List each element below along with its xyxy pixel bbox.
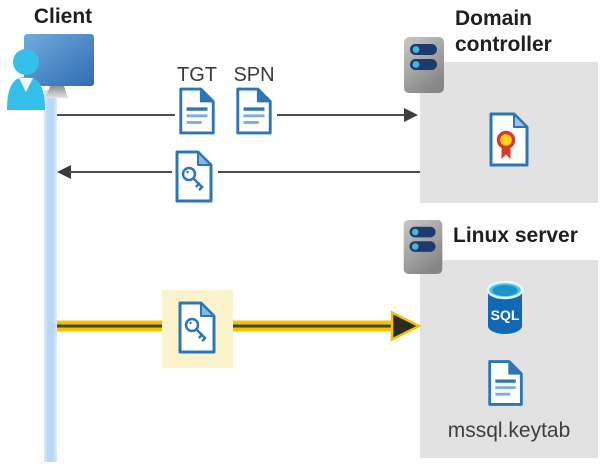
monitor-icon — [24, 34, 94, 86]
user-icon — [7, 49, 45, 110]
key-ticket-document-icon — [175, 150, 213, 203]
client-label: Client — [33, 5, 93, 28]
tgt-label: TGT — [177, 64, 217, 86]
spn-label: SPN — [233, 64, 275, 86]
keytab-key-document-icon — [178, 301, 216, 354]
domain-controller-label: Domain controller — [455, 6, 552, 58]
arrow-head-left-icon — [57, 165, 71, 179]
sql-badge-label: SQL — [491, 307, 520, 323]
linux-server-label: Linux server — [453, 224, 578, 247]
client-to-dc-arrow — [57, 108, 418, 122]
domain-controller-server-icon — [404, 37, 444, 93]
client-to-linux-arrow — [57, 310, 422, 342]
keytab-file-document-icon — [488, 360, 523, 406]
seal-icon — [496, 130, 516, 159]
certificate-icon — [489, 112, 529, 167]
domain-controller-label-line1: Domain — [455, 7, 533, 30]
dc-to-client-arrow — [57, 165, 420, 179]
arrow-head-right-icon — [404, 108, 418, 122]
key-glyph-icon — [181, 166, 204, 191]
yellow-arrow-head-icon — [390, 310, 422, 342]
domain-controller-label-line2: controller — [455, 33, 552, 56]
tgt-ticket-document-icon — [179, 87, 215, 135]
sql-database-icon: SQL — [486, 281, 524, 334]
key-glyph-icon — [184, 317, 207, 342]
client-computer-icon — [7, 34, 94, 110]
keytab-file-label: mssql.keytab — [447, 419, 571, 442]
monitor-stand-icon — [46, 86, 68, 98]
spn-ticket-document-icon — [236, 87, 272, 135]
linux-server-icon — [403, 219, 443, 275]
client-timeline — [44, 90, 57, 462]
